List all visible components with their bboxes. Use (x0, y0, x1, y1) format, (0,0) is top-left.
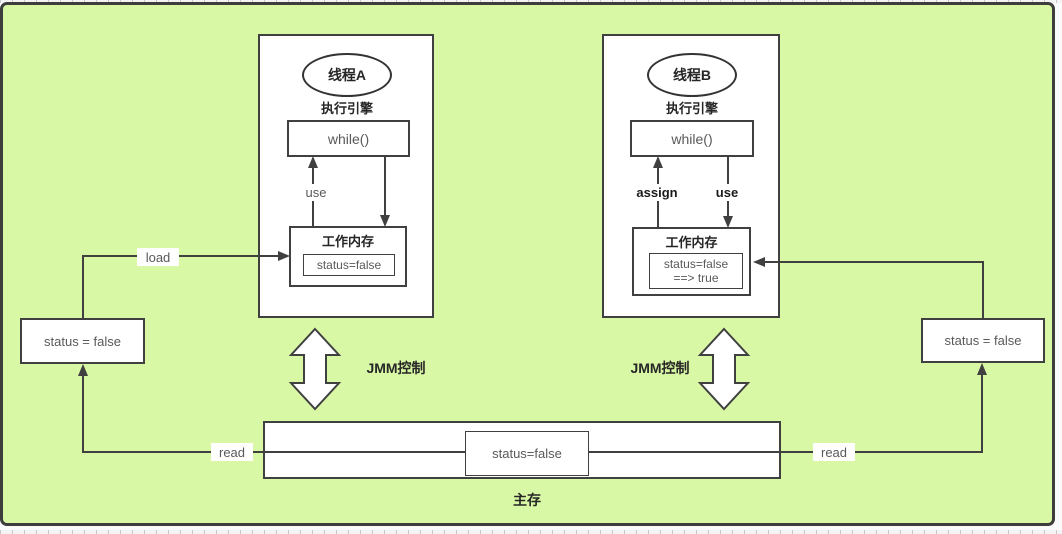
working-memory-value-b-line1: status=false (663, 257, 729, 271)
var-box-left: status = false (20, 318, 145, 364)
main-memory-value-box: status=false (465, 431, 589, 476)
thread-a-name: 线程A (327, 67, 367, 83)
working-memory-value-box-b: status=false ==> true (649, 253, 743, 289)
working-memory-a: 工作内存 status=false (289, 226, 407, 287)
main-memory-value: status=false (492, 445, 562, 461)
thread-b-ellipse: 线程B (647, 53, 737, 97)
var-box-right-value: status = false (944, 333, 1022, 348)
ruler-ticks-bottom (0, 530, 1062, 534)
working-memory-value-b-line2: ==> true (673, 271, 719, 285)
execution-engine-label-a: 执行引擎 (320, 101, 373, 116)
working-memory-value-a: status=false (316, 258, 382, 272)
use-label-a: use (294, 184, 338, 201)
while-label-b: while() (671, 130, 713, 147)
working-memory-title-a: 工作内存 (321, 234, 374, 249)
read-label-left: read (211, 443, 253, 461)
working-memory-value-box-a: status=false (303, 254, 395, 276)
thread-b-name: 线程B (672, 67, 712, 83)
jmm-control-label-right: JMM控制 (630, 360, 690, 376)
var-box-right: status = false (921, 318, 1045, 363)
while-box-a: while() (287, 120, 410, 157)
load-label: load (137, 248, 179, 266)
use-label-b: use (703, 184, 751, 201)
working-memory-title-b: 工作内存 (665, 235, 718, 250)
main-memory-box: status=false (263, 421, 781, 479)
while-label-a: while() (327, 130, 370, 147)
ruler-ticks-top (0, 0, 1062, 3)
thread-a-ellipse: 线程A (302, 53, 392, 97)
assign-label-b: assign (619, 184, 695, 201)
var-box-left-value: status = false (44, 333, 121, 349)
main-memory-label: 主存 (513, 492, 541, 508)
read-label-right: read (813, 443, 855, 461)
jmm-control-label-left: JMM控制 (366, 360, 426, 376)
execution-engine-label-b: 执行引擎 (665, 101, 718, 116)
working-memory-b: 工作内存 status=false ==> true (632, 227, 751, 296)
while-box-b: while() (630, 120, 754, 157)
